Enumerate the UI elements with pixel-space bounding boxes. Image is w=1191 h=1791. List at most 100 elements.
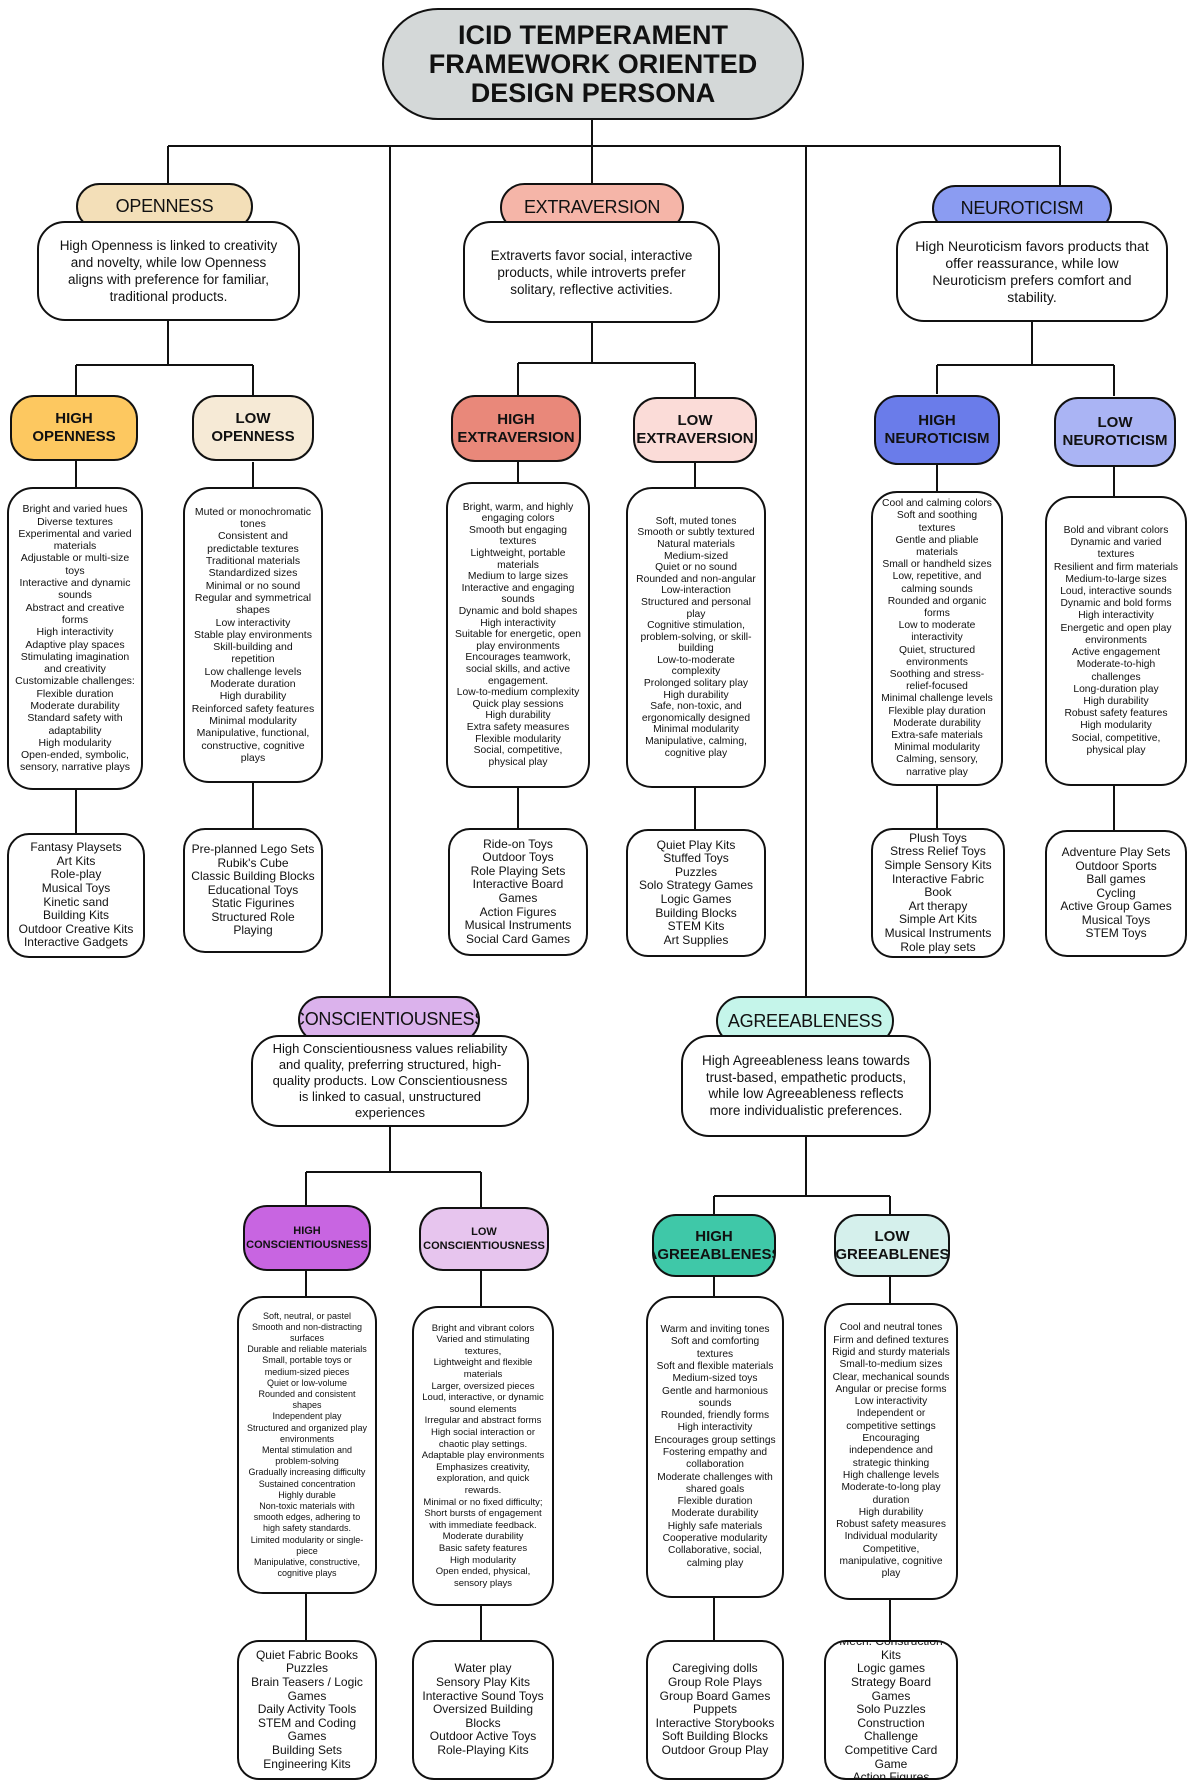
extraversion-description: Extraverts favor social, interactive pro…: [463, 221, 720, 323]
low-conscientiousness-label: LOW CONSCIENTIOUSNESS: [423, 1226, 545, 1252]
high-agreeableness-attribute-item: Warm and inviting tones: [660, 1324, 770, 1336]
low-extraversion-toy-item: Solo Strategy Games: [638, 878, 754, 893]
high-conscientiousness-attribute-item: Durable and reliable materials: [247, 1344, 367, 1355]
high-extraversion-toy-item: Interactive Board Games: [472, 877, 564, 905]
low-conscientiousness-attribute-item: Moderate durability: [442, 1531, 524, 1543]
high-conscientiousness-toy-item: Daily Activity Tools: [257, 1702, 357, 1717]
low-agreeableness-attribute-item: Individual modularity: [844, 1531, 938, 1543]
low-extraversion-attribute-item: Minimal modularity: [653, 724, 739, 736]
agreeableness-label: AGREEABLENESS: [727, 1010, 883, 1031]
main-title-text: ICID TEMPERAMENT FRAMEWORK ORIENTED DESI…: [428, 19, 758, 108]
high-neuroticism-toy-item: Stress Relief Toys: [890, 844, 986, 859]
low-openness-attribute-item: Regular and symmetrical shapes: [194, 591, 312, 617]
high-conscientiousness-attribute-item: Limited modularity or single-piece: [250, 1534, 364, 1556]
conscientiousness-label: CONSCIENTIOUSNESS: [298, 1009, 480, 1029]
low-extraversion-toy-item: Stuffed Toys: [663, 851, 729, 866]
high-openness-attribute-item: Bright and varied hues: [22, 503, 128, 516]
high-openness-toy-item: Building Kits: [42, 908, 110, 923]
low-conscientiousness-attribute-item: Varied and stimulating textures,: [436, 1334, 530, 1357]
high-conscientiousness-toy-item: Building Sets: [271, 1742, 343, 1757]
low-agreeableness-toy-item: Competitive Card Game: [844, 1742, 938, 1771]
high-conscientiousness-attribute-item: Rounded and consistent shapes: [258, 1388, 356, 1411]
high-agreeableness-attribute-item: Gentle and harmonious sounds: [662, 1385, 768, 1409]
high-neuroticism-attribute-item: Low to moderate interactivity: [898, 620, 976, 644]
low-extraversion-attribute-item: Low-interaction: [661, 585, 731, 597]
neuroticism-description-text: High Neuroticism favors products that of…: [915, 237, 1149, 305]
extraversion-label: EXTRAVERSION: [523, 197, 661, 217]
low-neuroticism-toy-item: Musical Toys: [1081, 912, 1151, 927]
low-openness-attribute-item: Minimal or no sound: [205, 579, 301, 592]
high-conscientiousness-toy-item: Brain Teasers / Logic Games: [251, 1675, 363, 1703]
low-agreeableness-attribute-item: Firm and defined textures: [833, 1334, 949, 1346]
high-agreeableness-attribute-item: Cooperative modularity: [662, 1533, 768, 1545]
low-openness-attribute-item: Moderate duration: [210, 678, 296, 691]
high-agreeableness-attribute-item: Flexible duration: [677, 1496, 753, 1508]
low-neuroticism-attribute-item: Long-duration play: [1073, 683, 1159, 695]
low-conscientiousness-header: LOW CONSCIENTIOUSNESS: [419, 1207, 549, 1271]
high-agreeableness-attribute-item: Moderate durability: [671, 1508, 759, 1520]
high-extraversion-toy-item: Musical Instruments: [464, 918, 572, 933]
low-extraversion-attribute-item: Manipulative, calming, cognitive play: [645, 736, 747, 759]
openness-description: High Openness is linked to creativity an…: [37, 221, 300, 321]
high-extraversion-attribute-item: Lightweight, portable materials: [470, 548, 566, 571]
high-neuroticism-attribute-item: Rounded and organic forms: [887, 595, 987, 619]
low-extraversion-attribute-item: Medium-sized: [663, 550, 729, 562]
high-openness-header: HIGH OPENNESS: [10, 395, 138, 461]
low-agreeableness-attribute-item: Independent or competitive settings: [846, 1408, 936, 1432]
high-extraversion-attribute-item: Smooth but engaging textures: [469, 524, 567, 548]
high-openness-label: HIGH OPENNESS: [32, 410, 116, 445]
high-conscientiousness-attribute-item: Non-toxic materials with smooth edges, a…: [253, 1501, 361, 1534]
low-openness-attribute-item: Low interactivity: [215, 616, 291, 629]
low-extraversion-attribute-item: Safe, non-toxic, and ergonomically desig…: [641, 701, 751, 724]
high-neuroticism-attribute-item: Extra-safe materials: [891, 730, 983, 742]
low-conscientiousness-attribute-item: Larger, oversized pieces: [431, 1380, 535, 1392]
low-neuroticism-attribute-item: High modularity: [1080, 720, 1152, 732]
high-neuroticism-attribute-item: Cool and calming colors: [882, 498, 992, 510]
high-extraversion-attribute-item: Social, competitive, physical play: [473, 745, 563, 768]
high-neuroticism-attribute-item: Small or handheld sizes: [882, 559, 992, 571]
high-agreeableness-attribute-item: Highly safe materials: [667, 1520, 763, 1532]
high-extraversion-toy-item: Ride-on Toys: [483, 836, 553, 851]
low-agreeableness-toy-item: Construction Challenge: [857, 1715, 925, 1744]
high-extraversion-attributes: Bright, warm, and highly engaging colors…: [446, 482, 590, 788]
low-openness-attribute-item: Low challenge levels: [204, 665, 302, 678]
low-neuroticism-toy-item: Outdoor Sports: [1075, 858, 1157, 873]
extraversion-header: EXTRAVERSION: [500, 183, 684, 232]
high-agreeableness-attribute-item: Rounded, friendly forms: [660, 1410, 770, 1422]
low-openness-toy-item: Classic Building Blocks: [191, 869, 315, 884]
low-neuroticism-toy-item: STEM Toys: [1085, 926, 1147, 941]
low-agreeableness-toy-item: Solo Puzzles: [856, 1702, 926, 1717]
high-conscientiousness-header: HIGH CONSCIENTIOUSNESS: [243, 1205, 371, 1271]
high-openness-attribute-item: High interactivity: [36, 626, 114, 639]
high-openness-toy-item: Musical Toys: [41, 880, 111, 895]
high-neuroticism-attribute-item: Calming, sensory, narrative play: [896, 754, 978, 778]
low-openness-toy-item: Rubik's Cube: [217, 855, 289, 870]
low-openness-attribute-item: Traditional materials: [205, 555, 301, 568]
high-extraversion-toy-item: Outdoor Toys: [482, 850, 554, 865]
low-conscientiousness-attribute-item: High modularity: [450, 1554, 516, 1566]
low-conscientiousness-attribute-item: Bright and vibrant colors: [431, 1322, 535, 1334]
low-extraversion-attribute-item: Rounded and non-angular: [636, 573, 756, 585]
high-openness-attribute-item: Abstract and creative forms: [25, 601, 125, 626]
low-conscientiousness-attribute-item: Loud, interactive, or dynamic sound elem…: [422, 1392, 544, 1415]
high-openness-attribute-item: Standard safety with adaptability: [27, 712, 123, 737]
low-openness-attribute-item: Stable play environments: [194, 628, 312, 641]
low-conscientiousness-toy-item: Role-Playing Kits: [437, 1742, 529, 1757]
high-conscientiousness-label: HIGH CONSCIENTIOUSNESS: [246, 1225, 368, 1251]
low-agreeableness-attribute-item: Small-to-medium sizes: [839, 1359, 943, 1371]
high-neuroticism-attribute-item: Low, repetitive, and calming sounds: [892, 571, 982, 595]
high-neuroticism-attribute-item: Quiet, structured environments: [898, 644, 976, 668]
low-neuroticism-attribute-item: Bold and vibrant colors: [1063, 525, 1169, 537]
high-extraversion-attribute-item: Low-to-medium complexity: [456, 687, 580, 699]
high-openness-attribute-item: Open-ended, symbolic, sensory, narrative…: [19, 749, 131, 774]
low-neuroticism-attribute-item: Social, competitive, physical play: [1071, 732, 1161, 756]
high-agreeableness-toy-item: Outdoor Group Play: [661, 1742, 769, 1757]
